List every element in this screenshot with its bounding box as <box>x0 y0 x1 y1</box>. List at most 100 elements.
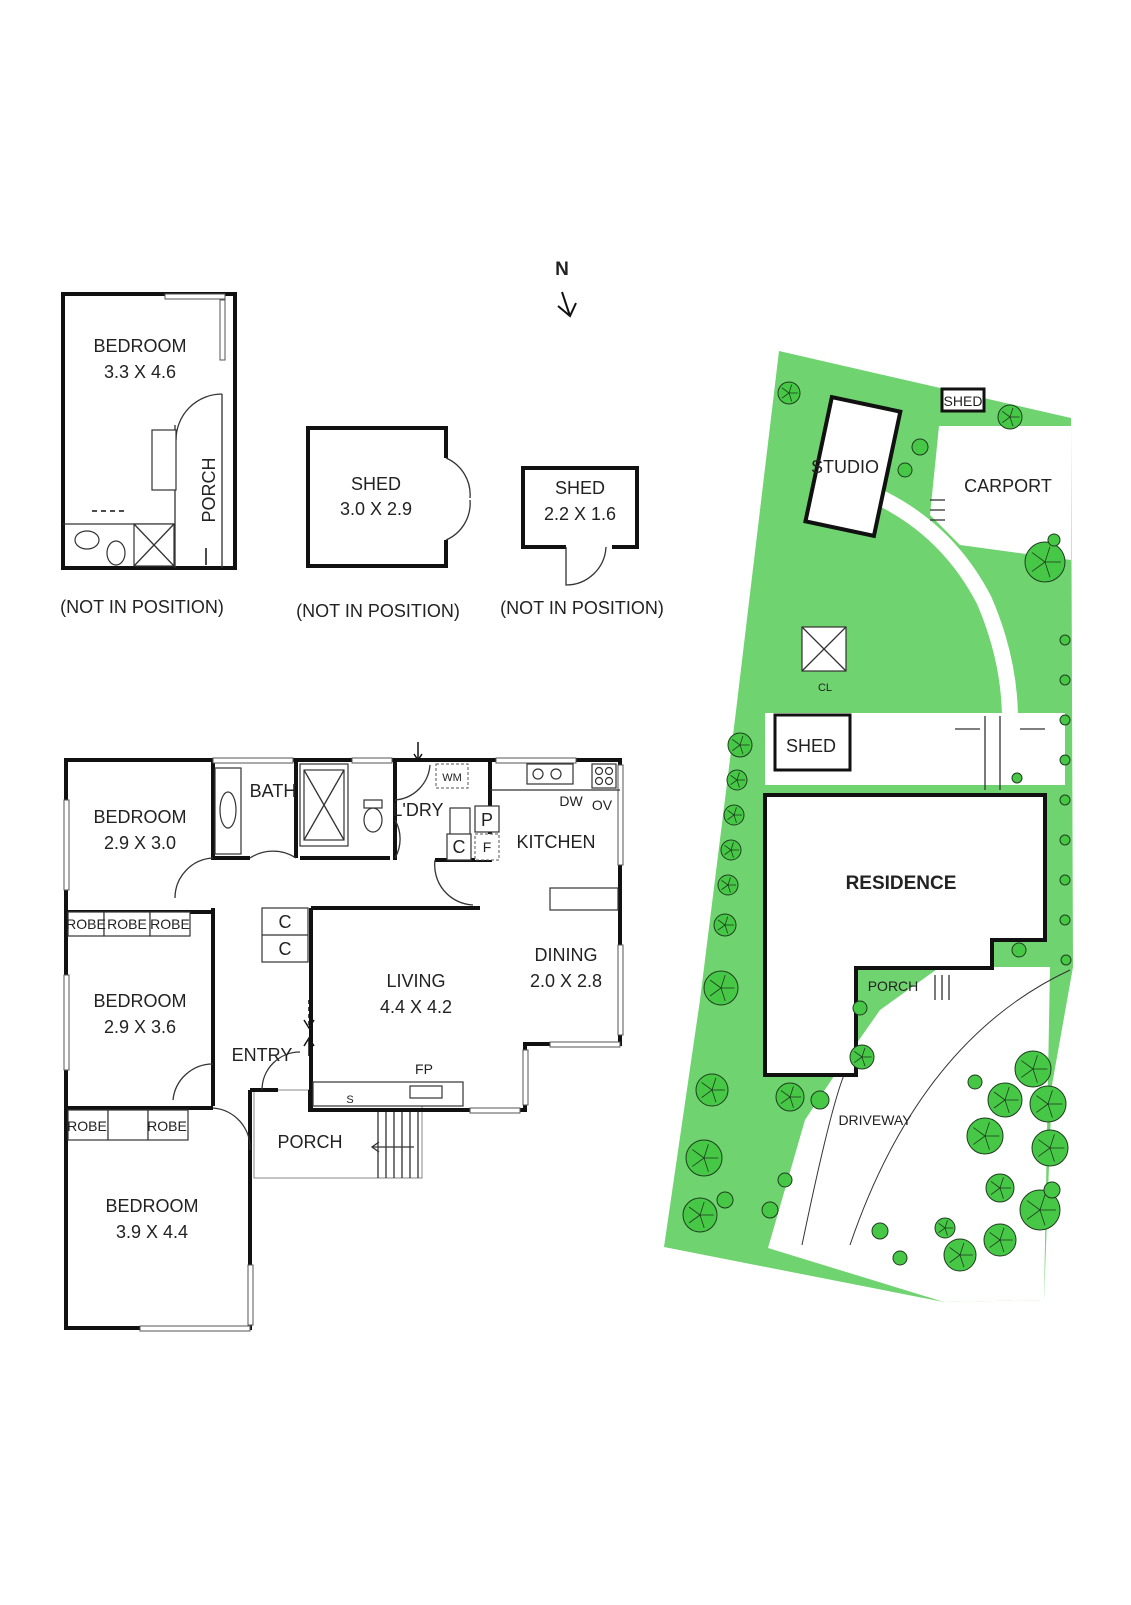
dw-label: DW <box>559 793 583 809</box>
site-plan: SHED STUDIO CARPORT CL SHED RESIDENCE PO… <box>664 351 1073 1302</box>
shed-small-size: 2.2 X 1.6 <box>544 504 616 524</box>
tree-branch-icon <box>717 924 726 931</box>
tree-branch-icon <box>1004 1086 1010 1101</box>
toilet-icon <box>106 540 126 566</box>
tree-branch-icon <box>1038 1147 1051 1157</box>
garden-path <box>864 484 1018 721</box>
shed-large-note: (NOT IN POSITION) <box>296 601 460 621</box>
tree-icon <box>852 1000 868 1016</box>
tree-branch-icon <box>789 1096 794 1108</box>
robe-label: ROBE <box>67 1118 107 1134</box>
tree-branch-icon <box>1039 1194 1046 1211</box>
basin-icon <box>74 530 100 550</box>
cupboard-label: C <box>279 939 292 959</box>
bedroom2-size: 2.9 X 3.6 <box>104 1017 176 1037</box>
tree-branch-icon <box>973 1135 986 1145</box>
tree-branch-icon <box>699 1214 705 1229</box>
fridge-label: F <box>483 839 492 855</box>
tree-branch-icon <box>989 1239 1001 1248</box>
cupboard-label: C <box>453 837 466 857</box>
tree-icon <box>967 1074 983 1090</box>
tree-branch-icon <box>1026 1200 1041 1211</box>
north-compass: N <box>555 259 577 318</box>
fridge-space <box>474 833 500 861</box>
tree-branch-icon <box>730 774 738 781</box>
carport-label: CARPORT <box>964 476 1052 496</box>
site-shed <box>773 713 852 772</box>
residence-label: RESIDENCE <box>846 873 957 894</box>
tree-branch-icon <box>993 1091 1006 1101</box>
tree-branch-icon <box>1036 1103 1049 1113</box>
driveway-label: DRIVEWAY <box>838 1112 912 1128</box>
tree-branch-icon <box>1021 1060 1034 1070</box>
tree-branch-icon <box>733 814 737 823</box>
kitchen-bench-icon <box>549 887 619 911</box>
kitchen-label: KITCHEN <box>516 832 595 852</box>
fp-label: FP <box>415 1061 433 1077</box>
tree-branch-icon <box>1049 1134 1055 1149</box>
tree-branch-icon <box>999 1177 1004 1189</box>
door-swing-icon <box>565 546 607 586</box>
tree-icon <box>1059 834 1071 846</box>
bedroom3-size: 3.9 X 4.4 <box>116 1222 188 1242</box>
tree-branch-icon <box>1044 546 1051 563</box>
tree-branch-icon <box>861 1056 866 1067</box>
dining-size: 2.0 X 2.8 <box>530 971 602 991</box>
tree-branch-icon <box>692 1149 705 1159</box>
tree-icon <box>1059 634 1071 646</box>
shed-small-name: SHED <box>555 478 605 498</box>
tree-icon <box>1060 954 1072 966</box>
shower-cross-icon <box>133 523 175 567</box>
studio-label: STUDIO <box>811 457 879 477</box>
tree-branch-icon <box>736 772 740 781</box>
fireplace-icon <box>409 1085 443 1099</box>
tree-branch-icon <box>699 1201 705 1216</box>
tree-branch-icon <box>944 1220 948 1229</box>
porch-label: PORCH <box>277 1132 342 1152</box>
bedroom1-size: 2.9 X 3.0 <box>104 833 176 853</box>
cupboard-label: C <box>279 912 292 932</box>
tree-icon <box>1011 942 1027 958</box>
tree-branch-icon <box>720 987 726 1002</box>
tree-icon <box>716 1191 734 1209</box>
robe-4 <box>67 1109 109 1141</box>
tree-icon <box>1047 533 1061 547</box>
bedroom2-name: BEDROOM <box>93 991 186 1011</box>
double-door-swing-icon <box>445 457 471 541</box>
tree-icon <box>777 1172 793 1188</box>
tree-branch-icon <box>721 884 729 891</box>
tree-branch-icon <box>1021 1068 1034 1078</box>
site-porch-label: PORCH <box>868 978 919 994</box>
tree-branch-icon <box>938 1222 946 1229</box>
toilet-icon <box>363 807 383 833</box>
tree-branch-icon <box>938 1227 946 1234</box>
porch-steps <box>370 1112 419 1178</box>
tree-branch-icon <box>703 1157 709 1172</box>
clothesline-label: CL <box>818 682 832 694</box>
s-label: S <box>346 1094 353 1106</box>
tree-icon <box>897 462 913 478</box>
tree-branch-icon <box>1047 1090 1053 1105</box>
tree-branch-icon <box>711 1077 717 1091</box>
pantry-label: P <box>481 810 493 830</box>
tree-branch-icon <box>1004 1099 1010 1114</box>
vanity-icon <box>214 767 242 855</box>
tree-branch-icon <box>739 744 744 755</box>
tree-branch-icon <box>780 1090 791 1098</box>
dining-name: DINING <box>535 945 598 965</box>
tree-branch-icon <box>789 1086 794 1098</box>
tree-icon <box>1011 772 1023 784</box>
cooktop-icon <box>591 763 617 789</box>
tree-branch-icon <box>1001 411 1011 418</box>
living-size: 4.4 X 4.2 <box>380 997 452 1017</box>
bedroom1-name: BEDROOM <box>93 807 186 827</box>
tree-branch-icon <box>727 809 735 816</box>
tree-branch-icon <box>727 814 735 821</box>
tree-branch-icon <box>999 1227 1005 1241</box>
compass-arrow-icon <box>561 291 571 317</box>
tree-branch-icon <box>709 987 722 997</box>
outbuilding-bedroom-size: 3.3 X 4.6 <box>104 362 176 382</box>
small-shed-top <box>940 387 986 413</box>
tree-branch-icon <box>730 779 738 786</box>
tree-icon <box>1059 674 1071 686</box>
